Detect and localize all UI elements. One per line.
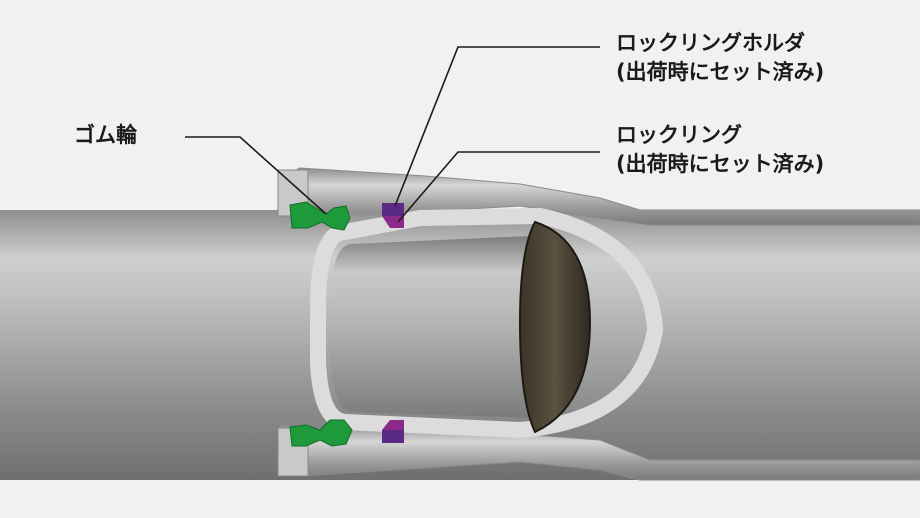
lock-ring-bottom	[382, 420, 404, 430]
spigot-bead	[518, 220, 592, 434]
leader-lock-ring	[397, 151, 600, 223]
lock-ring-holder-top	[382, 203, 404, 216]
socket-inner-outline	[310, 207, 664, 439]
lock-ring-holder-bottom	[382, 430, 404, 443]
lock-ring-holder-note: (出荷時にセット済み)	[616, 60, 825, 84]
label-rubber-ring: ゴム輪	[74, 121, 137, 150]
rubber-ring-top	[289, 201, 351, 231]
lock-ring-top	[382, 216, 404, 228]
label-lock-ring: ロックリング (出荷時にセット済み)	[616, 121, 824, 179]
rubber-ring-bottom	[289, 419, 353, 447]
leader-rubber-ring	[185, 136, 327, 215]
lock-ring-text: ロックリング	[616, 123, 742, 147]
rubber-ring-text: ゴム輪	[74, 123, 137, 147]
label-lock-ring-holder: ロックリングホルダ (出荷時にセット済み)	[616, 29, 824, 87]
leader-lock-ring-holder	[394, 46, 600, 207]
spigot-end	[330, 236, 530, 418]
lock-ring-note: (出荷時にセット済み)	[616, 152, 825, 176]
lock-ring-holder-text: ロックリングホルダ	[616, 31, 805, 55]
